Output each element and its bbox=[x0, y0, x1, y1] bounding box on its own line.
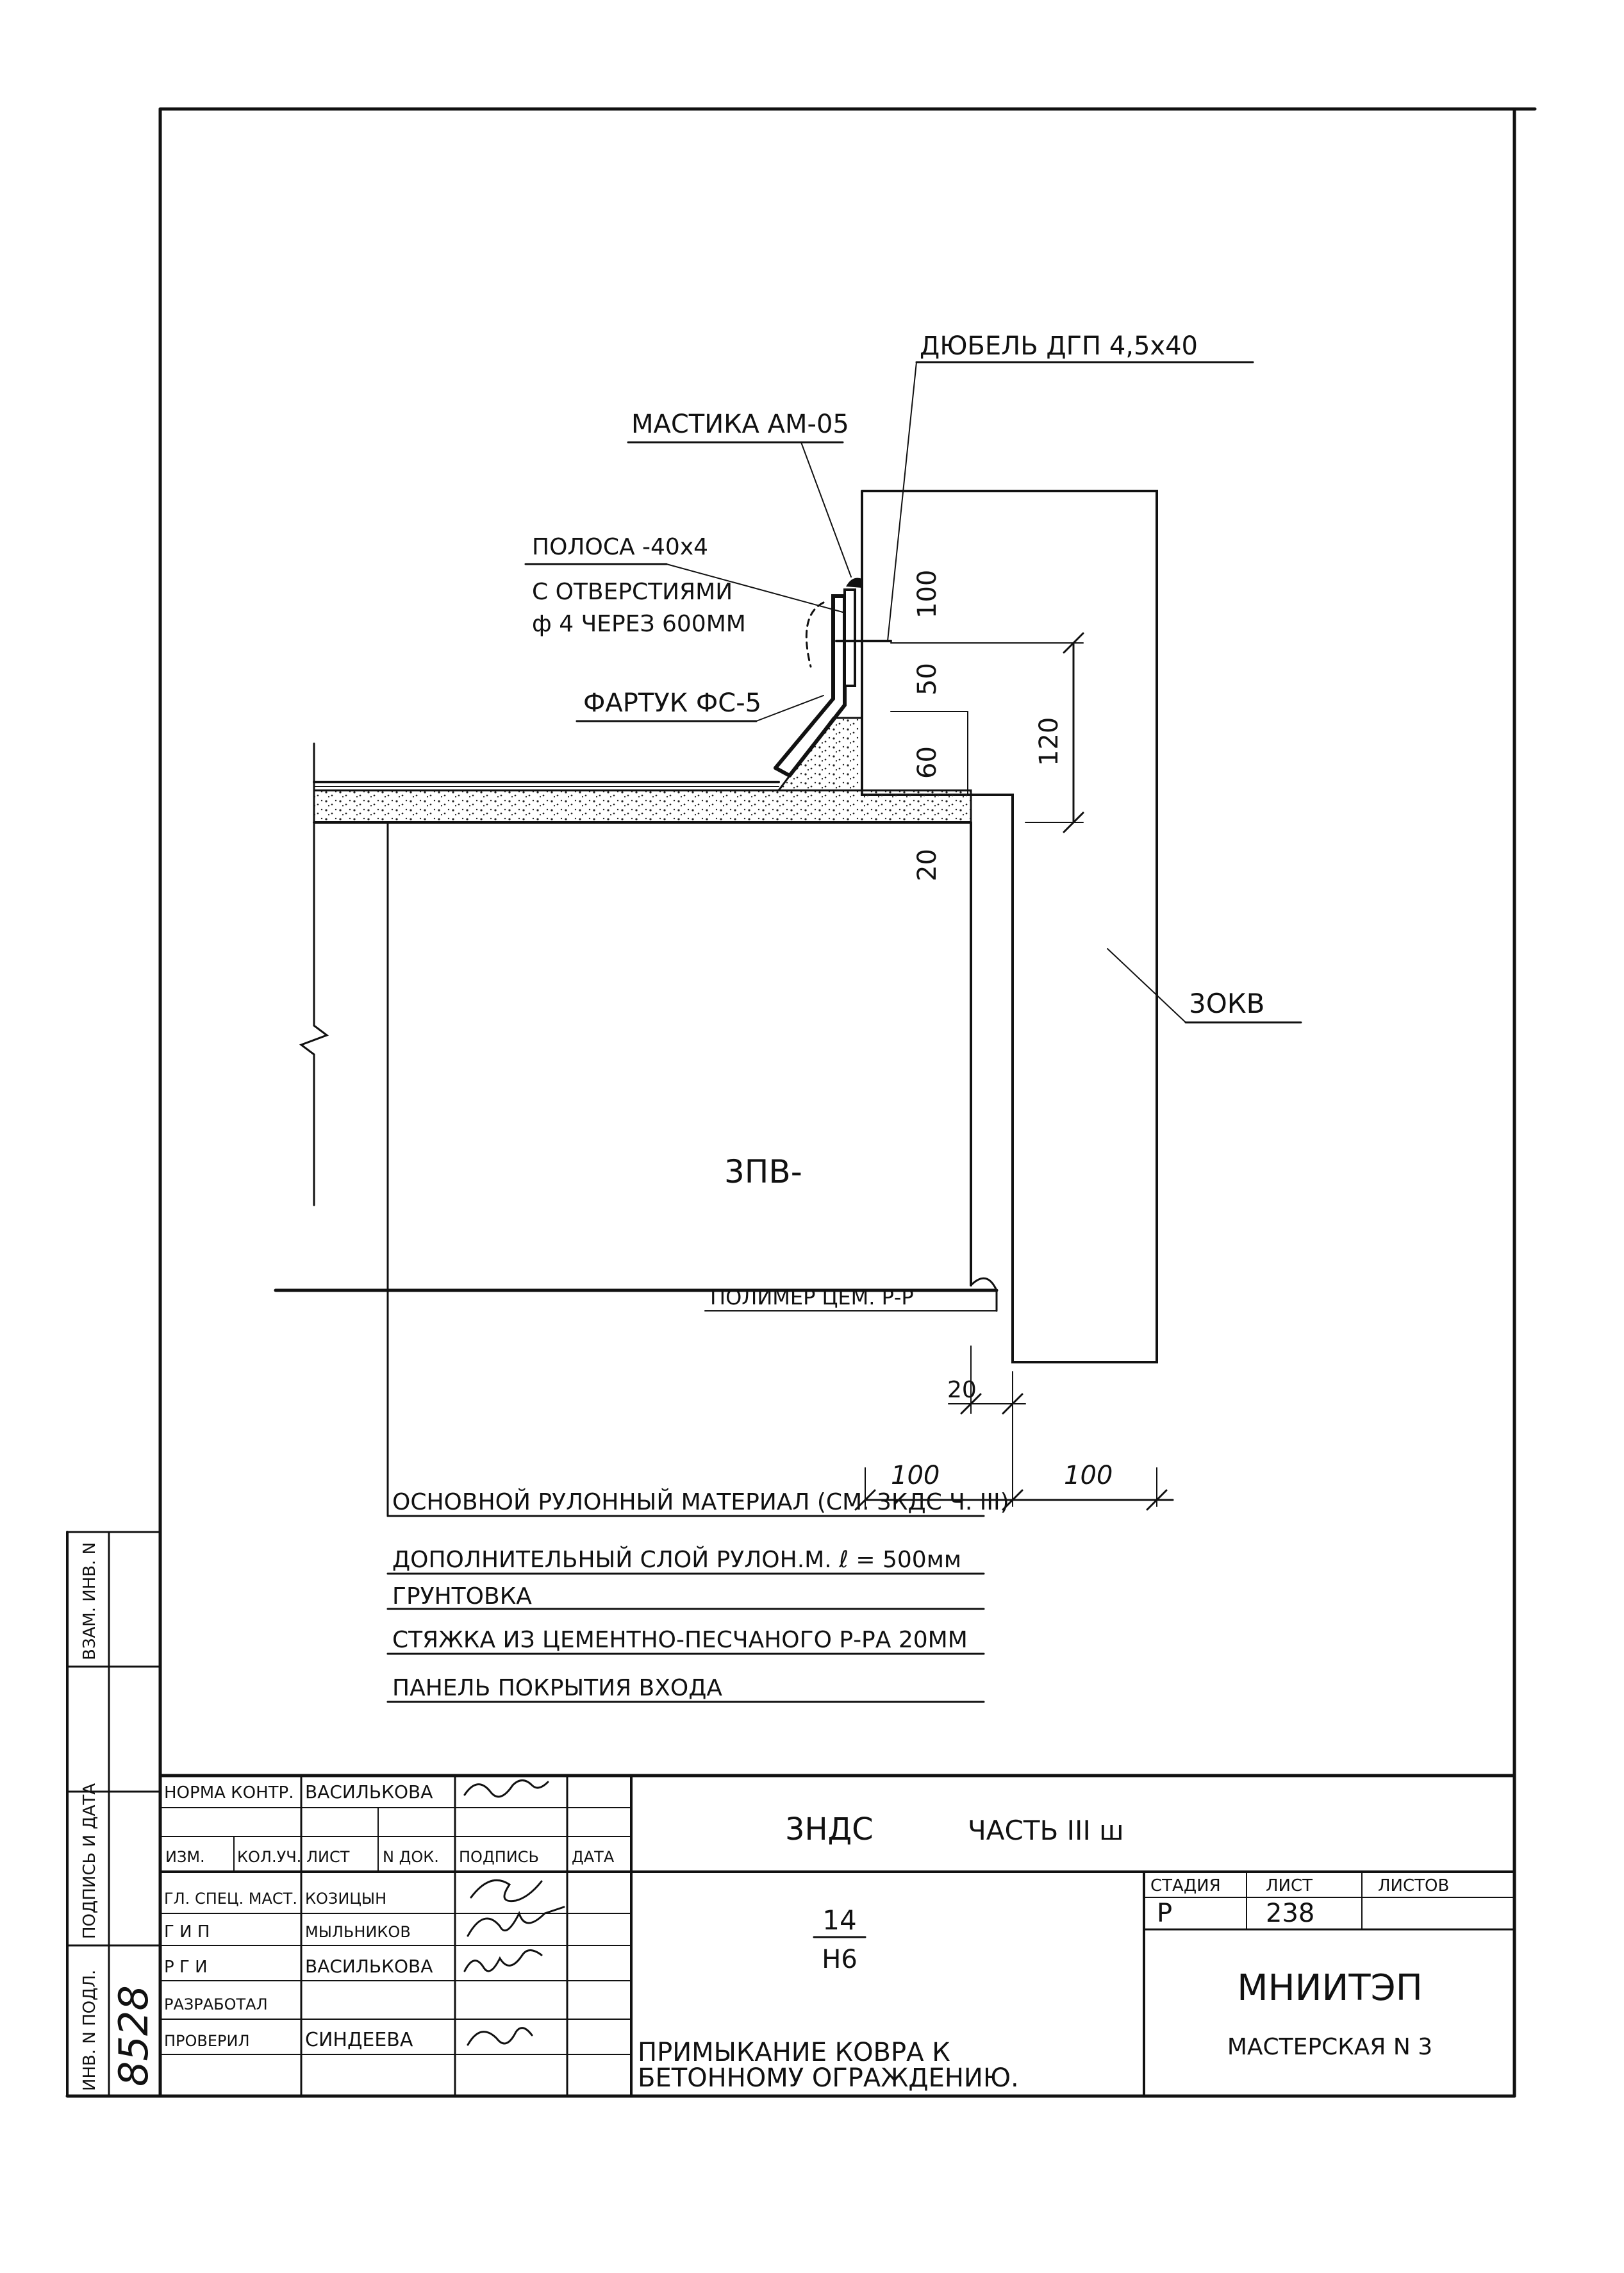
r2-name: МЫЛЬНИКОВ bbox=[305, 1923, 411, 1941]
project-code: 3НДС bbox=[785, 1811, 874, 1847]
steel-strip bbox=[843, 588, 856, 687]
sheet-value: 238 bbox=[1266, 1899, 1314, 1928]
dim-100-right: 100 bbox=[1064, 1461, 1113, 1490]
r1-name: КОЗИЦЫН bbox=[305, 1890, 386, 1908]
side-stamp: ВЗАМ. ИНВ. N ПОДПИСЬ И ДАТА ИНВ. N ПОДЛ.… bbox=[66, 1531, 162, 2097]
label-element-right: 3ОКВ bbox=[1189, 988, 1264, 1019]
stage-header: СТАДИЯ bbox=[1150, 1876, 1221, 1895]
hdr-list: ЛИСТ bbox=[306, 1848, 350, 1866]
r3-name: ВАСИЛЬКОВА bbox=[305, 1956, 433, 1977]
hdr-data: ДАТА bbox=[572, 1848, 615, 1866]
sheets-header: ЛИСТОВ bbox=[1378, 1876, 1449, 1895]
dim-50: 50 bbox=[913, 663, 942, 695]
r0-name: ВАСИЛЬКОВА bbox=[305, 1781, 433, 1803]
dim-20-bottom: 20 bbox=[947, 1377, 977, 1403]
label-element-panel: 3ПВ- bbox=[724, 1153, 802, 1190]
layer-2: ДОПОЛНИТЕЛЬНЫЙ СЛОЙ РУЛОН.М. ℓ = 500мм bbox=[392, 1546, 961, 1573]
r3-role: Р Г И bbox=[164, 1958, 208, 1977]
r5-name: СИНДЕЕВА bbox=[305, 2029, 413, 2051]
project-part: ЧАСТЬ III ш bbox=[968, 1815, 1124, 1846]
label-strip-2: С ОТВЕРСТИЯМИ bbox=[532, 579, 733, 605]
workshop: МАСТЕРСКАЯ N 3 bbox=[1227, 2034, 1432, 2060]
hdr-kol-uch: КОЛ.УЧ. bbox=[237, 1848, 301, 1866]
dim-60: 60 bbox=[913, 746, 942, 779]
r2-role: Г И П bbox=[164, 1922, 210, 1942]
sheet-ref-bottom: Н6 bbox=[822, 1945, 858, 1974]
label-strip-3: ф 4 ЧЕРЕЗ 600ММ bbox=[532, 611, 746, 637]
layer-5: ПАНЕЛЬ ПОКРЫТИЯ ВХОДА bbox=[392, 1675, 722, 1701]
label-polymer: ПОЛИМЕР ЦЕМ. Р-Р bbox=[710, 1285, 914, 1310]
dim-100-top: 100 bbox=[913, 570, 942, 619]
side-stamp-col3: ИНВ. N ПОДЛ. bbox=[80, 1970, 99, 2091]
r0-role: НОРМА КОНТР. bbox=[164, 1783, 294, 1803]
signatures bbox=[463, 1779, 565, 2046]
screed-layer bbox=[313, 789, 972, 824]
r5-role: ПРОВЕРИЛ bbox=[164, 2032, 250, 2050]
title-block: ИЗМ. КОЛ.УЧ. ЛИСТ N ДОК. ПОДПИСЬ ДАТА НО… bbox=[158, 1774, 1516, 2097]
sheet-header: ЛИСТ bbox=[1266, 1876, 1313, 1895]
frame bbox=[65, 107, 1537, 2098]
sheet-ref-top: 14 bbox=[822, 1904, 856, 1936]
title-line-1: ПРИМЫКАНИЕ КОВРА К bbox=[638, 2038, 950, 2067]
r4-role: РАЗРАБОТАЛ bbox=[164, 1995, 268, 2013]
side-stamp-col1: ВЗАМ. ИНВ. N bbox=[80, 1542, 99, 1660]
dim-100-left: 100 bbox=[891, 1461, 940, 1490]
fillet bbox=[776, 717, 863, 792]
layer-1: ОСНОВНОЙ РУЛОННЫЙ МАТЕРИАЛ (СМ. 3КДС Ч. … bbox=[392, 1488, 1009, 1515]
detail-drawing: ДЮБЕЛЬ ДГП 4,5х40 МАСТИКА АМ-05 ПОЛОСА -… bbox=[274, 331, 1302, 1517]
title-line-2: БЕТОННОМУ ОГРАЖДЕНИЮ. bbox=[638, 2063, 1019, 2093]
inventory-number: 8528 bbox=[110, 1985, 157, 2086]
layer-list: ОСНОВНОЙ РУЛОННЫЙ МАТЕРИАЛ (СМ. 3КДС Ч. … bbox=[386, 1488, 1009, 1703]
apron bbox=[774, 594, 847, 778]
stage-value: Р bbox=[1157, 1899, 1172, 1928]
dim-120: 120 bbox=[1034, 717, 1064, 766]
label-apron: ФАРТУК ФС-5 bbox=[583, 688, 761, 718]
r1-role: ГЛ. СПЕЦ. МАСТ. bbox=[164, 1890, 297, 1908]
hdr-n-dok: N ДОК. bbox=[383, 1848, 439, 1866]
label-mastic: МАСТИКА АМ-05 bbox=[631, 410, 849, 439]
layer-4: СТЯЖКА ИЗ ЦЕМЕНТНО-ПЕСЧАНОГО Р-РА 20ММ bbox=[392, 1627, 968, 1653]
side-stamp-col2: ПОДПИСЬ И ДАТА bbox=[80, 1783, 99, 1939]
mastic-bead bbox=[846, 578, 862, 588]
dim-20-vertical: 20 bbox=[913, 849, 942, 881]
layer-3: ГРУНТОВКА bbox=[392, 1583, 532, 1610]
hdr-izm: ИЗМ. bbox=[165, 1848, 205, 1866]
org-name: МНИИТЭП bbox=[1237, 1967, 1423, 2009]
hdr-podpis: ПОДПИСЬ bbox=[459, 1848, 539, 1866]
label-strip-1: ПОЛОСА -40х4 bbox=[532, 534, 708, 560]
parapet-outline bbox=[861, 490, 1158, 1363]
label-dowel: ДЮБЕЛЬ ДГП 4,5х40 bbox=[920, 331, 1198, 361]
